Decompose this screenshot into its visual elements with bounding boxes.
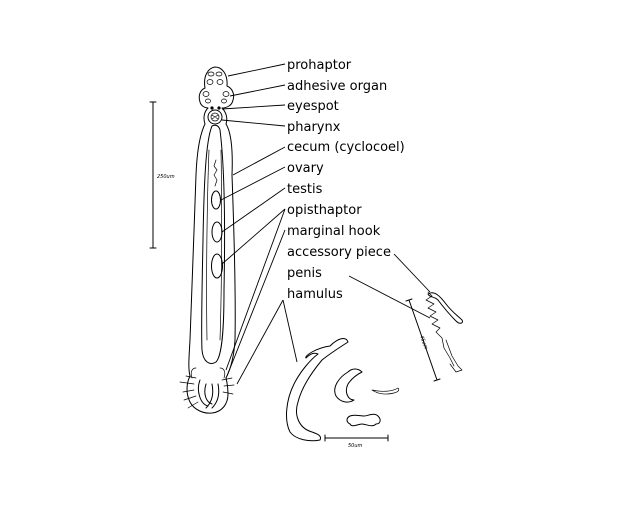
label-cecum: cecum (cyclocoel) (287, 140, 405, 155)
body-scale-bar: 250um (149, 101, 175, 249)
label-eyespot: eyespot (287, 99, 339, 114)
opisthaptor-outline (186, 375, 229, 414)
ovary-shape (211, 190, 221, 210)
label-pharynx: pharynx (287, 120, 341, 135)
hamulus-detail: 50um (286, 338, 400, 449)
prohaptor-spots (206, 71, 224, 85)
prohaptor-head-outline (204, 66, 235, 176)
penis-shape (425, 291, 455, 367)
gonads (211, 190, 223, 279)
medium-hamulus-shape (334, 368, 363, 403)
label-hamulus: hamulus (287, 287, 343, 302)
cecum-cyclocoel (201, 124, 226, 364)
accessory-piece-shape (427, 292, 463, 324)
testis-shape-1 (211, 221, 223, 243)
leader-lines (220, 63, 431, 385)
label-accessory-piece: accessory piece (287, 245, 391, 260)
labels: prohaptor adhesive organ eyespot pharynx… (287, 58, 405, 302)
label-testis: testis (287, 182, 323, 197)
label-ovary: ovary (287, 161, 324, 176)
label-penis: penis (287, 266, 322, 281)
body-left-edge (188, 174, 197, 377)
label-adhesive-organ: adhesive organ (287, 79, 387, 94)
adhesive-organ-spots (202, 91, 230, 104)
label-opisthaptor: opisthaptor (287, 203, 362, 218)
hamulus-scale-label: 50um (348, 443, 363, 449)
eyespots (210, 106, 221, 110)
copulatory-scale-label: 45um (418, 335, 429, 351)
internal-copulatory-organ (213, 159, 218, 187)
label-marginal-hook: marginal hook (287, 224, 381, 239)
opisthaptor-hooks (179, 367, 235, 409)
marginal-hook-shape (371, 387, 400, 395)
label-prohaptor: prohaptor (287, 58, 352, 73)
pharynx (207, 109, 223, 125)
body-left-edge-top (195, 87, 209, 176)
large-hamulus-shape (286, 338, 349, 442)
connective-bar-shape (346, 413, 381, 427)
copulatory-complex-detail: 45um (405, 291, 463, 382)
testis-shape-2 (211, 253, 223, 279)
body-scale-label: 250um (157, 174, 175, 180)
